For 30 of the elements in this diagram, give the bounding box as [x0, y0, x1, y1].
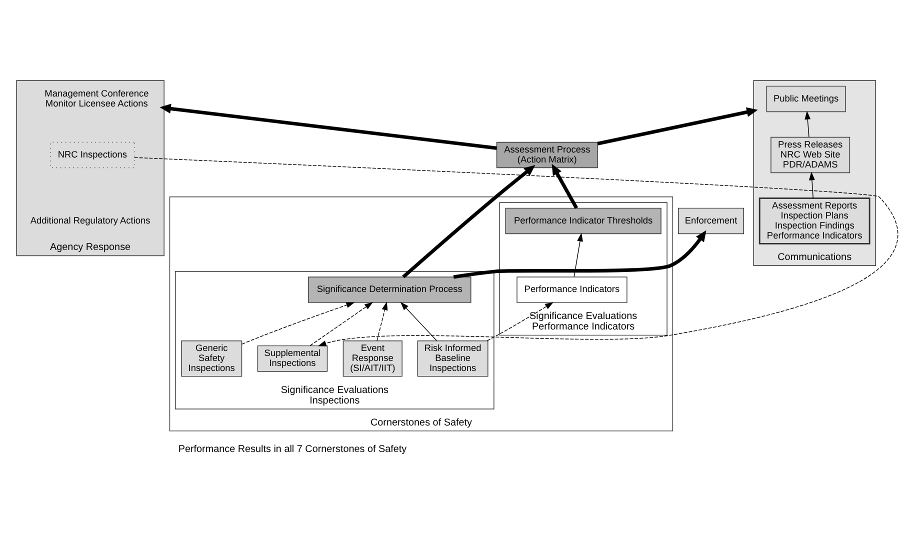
node-box: Event Response (SI/AIT/IIT): [342, 340, 402, 376]
arrow: [402, 164, 536, 278]
node-box: Performance Indicator Thresholds: [505, 207, 662, 234]
node-box: Assessment Reports Inspection Plans Inspection Findings Performance Indicators: [758, 197, 870, 244]
node-text: Management Conference Monitor Licensee Actions: [44, 88, 149, 108]
arrow: [242, 302, 355, 344]
arrow: [552, 163, 578, 208]
arrow: [376, 301, 388, 340]
node-box: Supplemental Inspections: [257, 344, 328, 372]
arrow: [310, 302, 374, 346]
arrow: [134, 156, 898, 346]
arrow: [804, 110, 811, 137]
arrow: [574, 232, 583, 277]
arrow: [597, 106, 758, 145]
node-box: Significance Determination Process: [308, 276, 472, 302]
node-box: Press Releases NRC Web Site PDR/ADAMS: [770, 136, 850, 173]
node-text: Additional Regulatory Actions: [30, 214, 150, 225]
node-box: Generic Safety Inspections: [181, 340, 242, 376]
arrow: [453, 230, 706, 278]
arrow: [400, 301, 437, 340]
arrow: [808, 171, 815, 198]
node-box: Assessment Process (Action Matrix): [496, 141, 598, 168]
label: Performance Results in all 7 Cornerstones of Safety: [178, 444, 407, 455]
arrow: [486, 302, 554, 341]
arrow: [160, 103, 497, 150]
node-box: Public Meetings: [766, 85, 846, 112]
node-box: Performance Indicators: [516, 276, 628, 302]
node-box: Risk Informed Baseline Inspections: [417, 340, 488, 376]
node-box: NRC Inspections: [50, 141, 135, 168]
node-box: Enforcement: [678, 207, 744, 234]
